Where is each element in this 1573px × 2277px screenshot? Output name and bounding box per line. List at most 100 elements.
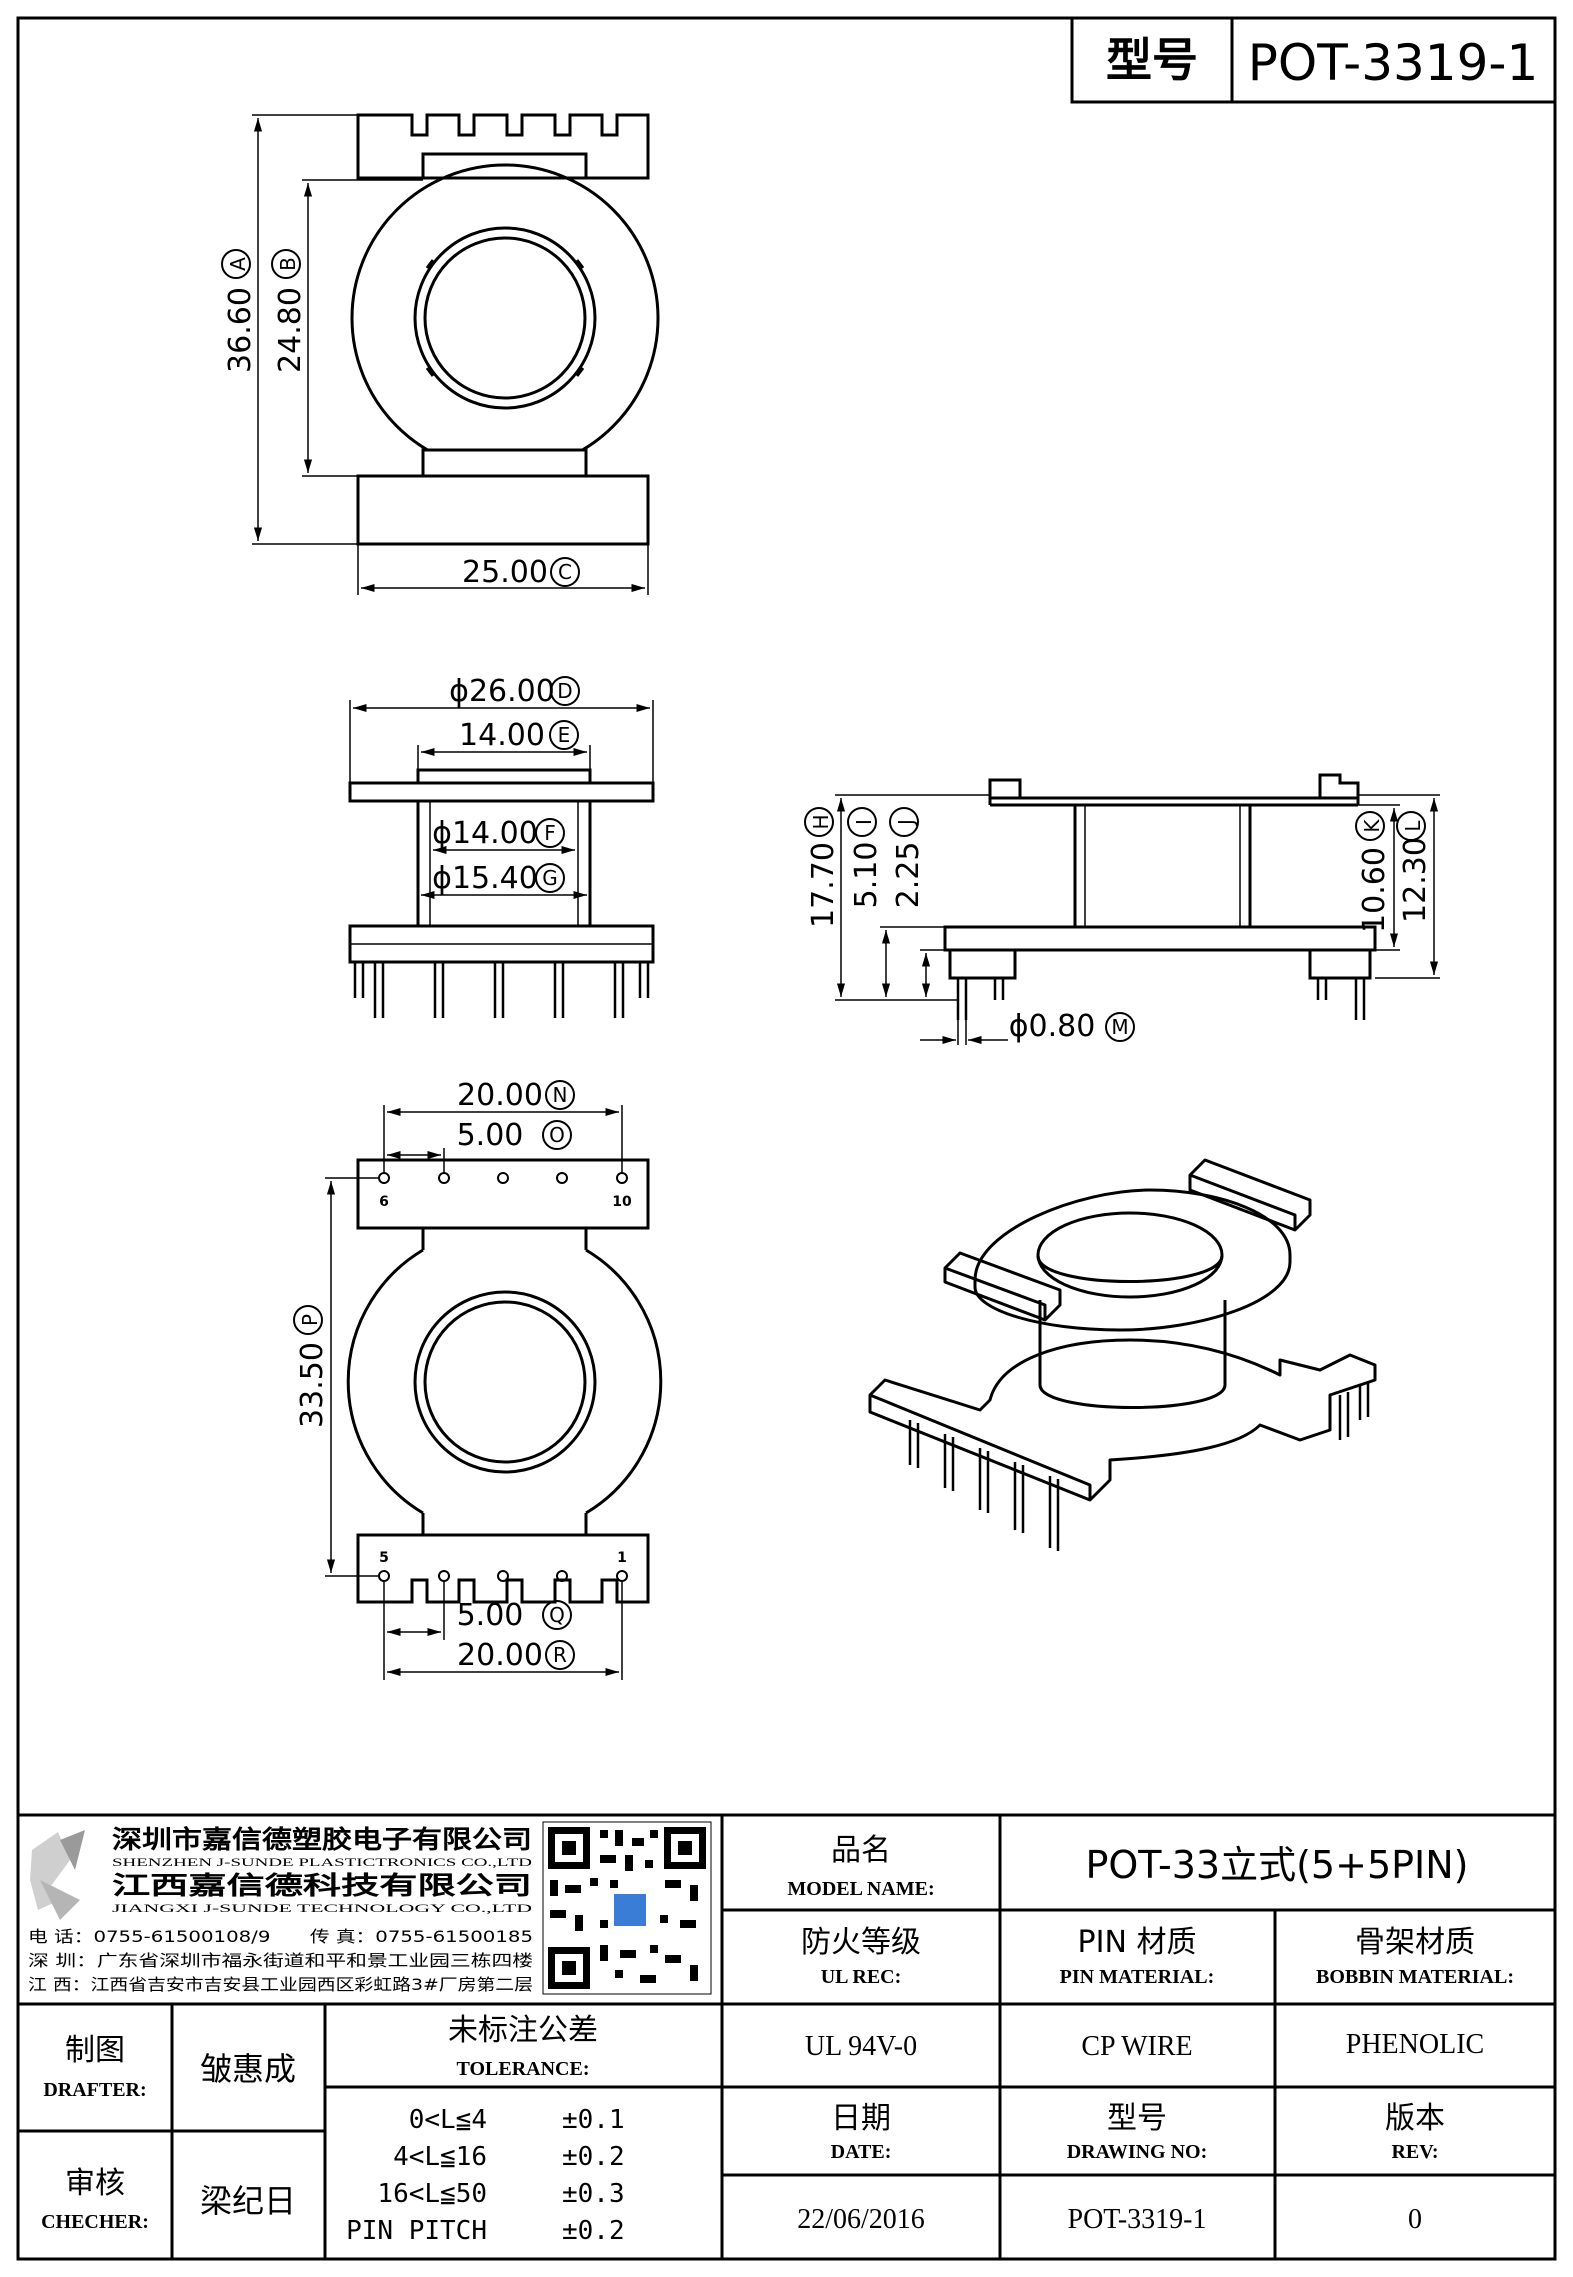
side-view-dimensions xyxy=(835,794,1440,1045)
dim-j-value: 2.25 xyxy=(891,842,926,909)
dim-f-tag: F xyxy=(544,821,556,845)
dim-q-value: 5.00 xyxy=(457,1598,524,1633)
dim-i-value: 5.10 xyxy=(849,842,884,909)
dim-n-value: 20.00 xyxy=(457,1078,543,1113)
company-contact: 电 话：0755-61500108/9 传 真：0755-61500185 xyxy=(28,1927,533,1946)
pin-label-bottom-right: 1 xyxy=(617,1550,627,1566)
dim-o-tag: O xyxy=(549,1123,565,1147)
dim-l-value: 12.30 xyxy=(1398,837,1433,923)
tolerance-range: 16<L≦50 xyxy=(377,2179,487,2209)
pin-material-label-cn: PIN 材质 xyxy=(1078,1925,1197,1960)
checker-name: 梁纪日 xyxy=(200,2182,296,2220)
dim-d-tag: D xyxy=(557,679,572,703)
rev-label-cn: 版本 xyxy=(1385,2101,1445,2136)
dim-i-tag: I xyxy=(852,819,876,825)
company-name-cn-2: 江西嘉信德科技有限公司 xyxy=(112,1871,532,1900)
company-name-cn-1: 深圳市嘉信德塑胶电子有限公司 xyxy=(112,1825,532,1854)
rev-label-en: REV: xyxy=(1391,2141,1438,2163)
bottom-view xyxy=(346,1158,663,1604)
rev-value: 0 xyxy=(1408,2204,1422,2235)
sheet-border xyxy=(16,16,1557,2261)
dim-p-tag: P xyxy=(298,1314,322,1326)
title-table-grid xyxy=(18,1813,1555,2259)
date-value: 22/06/2016 xyxy=(797,2204,925,2235)
tolerance-range: PIN PITCH xyxy=(346,2216,487,2246)
dim-b-tag: B xyxy=(276,257,300,271)
dim-q-tag: Q xyxy=(549,1603,565,1627)
front-view-labels: ϕ26.00 D 14.00 E ϕ14.00 F ϕ15.40 G xyxy=(432,674,580,896)
tolerance-range: 0<L≦4 xyxy=(409,2105,487,2135)
dim-m-tag: M xyxy=(1111,1015,1128,1039)
side-view xyxy=(943,773,1377,1020)
checker-label-en: CHECHER: xyxy=(41,2211,149,2233)
top-view xyxy=(350,113,660,546)
tolerance-value: ±0.1 xyxy=(562,2105,625,2135)
dim-m-value: ϕ0.80 xyxy=(1009,1009,1096,1044)
pin-label-bottom-left: 5 xyxy=(379,1550,389,1566)
tolerance-value: ±0.2 xyxy=(562,2216,625,2246)
front-view-dimensions xyxy=(349,700,654,900)
dim-r-value: 20.00 xyxy=(457,1638,543,1673)
company-logo xyxy=(30,1830,85,1920)
date-label-cn: 日期 xyxy=(831,2101,891,2136)
tolerance-label-en: TOLERANCE: xyxy=(457,2058,590,2080)
dim-a-value: 36.60 xyxy=(223,287,258,373)
checker-label-cn: 审核 xyxy=(65,2166,125,2201)
company-name-en-1: SHENZHEN J-SUNDE PLASTICTRONICS CO.,LTD xyxy=(112,1855,533,1869)
drawing-label-cn: 型号 xyxy=(1107,2101,1167,2136)
pin-material-value: CP WIRE xyxy=(1081,2031,1192,2062)
model-name-cn: 品名 xyxy=(831,1833,891,1868)
company-name-en-2: JIANGXI J-SUNDE TECHNOLOGY CO.,LTD xyxy=(112,1901,533,1915)
company-address-jx: 江 西：江西省吉安市吉安县工业园西区彩虹路3#厂房第二层 xyxy=(28,1975,533,1994)
dim-g-value: ϕ15.40 xyxy=(432,861,538,896)
dim-f-value: ϕ14.00 xyxy=(432,816,538,851)
dim-j-tag: J xyxy=(894,819,918,827)
bottom-view-labels: 20.00 N 5.00 O 33.50 P 5.00 Q 20.00 R 6 … xyxy=(293,1078,632,1673)
pin-material-label-en: PIN MATERIAL: xyxy=(1060,1966,1215,1988)
side-view-labels: 17.70 H 5.10 I 2.25 J 10.60 K 12.30 L ϕ0… xyxy=(804,807,1433,1044)
drafter-name: 皱惠成 xyxy=(200,2050,296,2088)
tolerance-range: 4<L≦16 xyxy=(393,2142,487,2172)
dim-k-value: 10.60 xyxy=(1357,847,1392,933)
model-title-box: 型号 POT-3319-1 xyxy=(1070,16,1557,104)
dim-b-value: 24.80 xyxy=(273,287,308,373)
isometric-view xyxy=(868,1158,1377,1551)
bobbin-material-value: PHENOLIC xyxy=(1346,2029,1484,2060)
dim-d-value: ϕ26.00 xyxy=(449,674,555,709)
dim-r-tag: R xyxy=(553,1643,567,1667)
drafter-label-cn: 制图 xyxy=(65,2033,125,2068)
drawing-label-en: DRAWING NO: xyxy=(1067,2141,1208,2163)
model-title-value: POT-3319-1 xyxy=(1248,34,1539,92)
dim-e-tag: E xyxy=(558,723,571,747)
model-name-en: MODEL NAME: xyxy=(787,1878,934,1900)
model-title-label: 型号 xyxy=(1106,33,1198,87)
pin-label-top-left: 6 xyxy=(379,1194,389,1210)
tolerance-value: ±0.2 xyxy=(562,2142,625,2172)
dim-l-tag: L xyxy=(1401,820,1425,832)
model-name-value: POT-33立式(5+5PIN) xyxy=(1085,1843,1468,1887)
company-address-sz: 深 圳：广东省深圳市福永街道和平和景工业园三栋四楼 xyxy=(28,1951,533,1970)
dim-p-value: 33.50 xyxy=(295,1342,330,1428)
front-view xyxy=(348,768,655,1018)
company-info: 深圳市嘉信德塑胶电子有限公司 SHENZHEN J-SUNDE PLASTICT… xyxy=(28,1825,533,1994)
dim-o-value: 5.00 xyxy=(457,1118,524,1153)
tolerance-value: ±0.3 xyxy=(562,2179,625,2209)
dim-g-tag: G xyxy=(542,866,558,890)
title-table-text: 品名 MODEL NAME: POT-33立式(5+5PIN) 防火等级 UL … xyxy=(41,1833,1514,2235)
ul-label-cn: 防火等级 xyxy=(801,1925,921,1960)
bobbin-material-label-en: BOBBIN MATERIAL: xyxy=(1316,1966,1514,1988)
tolerance-list: 0<L≦4 ±0.1 4<L≦16 ±0.2 16<L≦50 ±0.3 PIN … xyxy=(346,2105,625,2246)
dim-h-tag: H xyxy=(809,814,833,829)
ul-label-en: UL REC: xyxy=(821,1966,902,1988)
pin-label-top-right: 10 xyxy=(612,1194,632,1210)
dim-e-value: 14.00 xyxy=(459,718,545,753)
tolerance-label-cn: 未标注公差 xyxy=(448,2013,598,2048)
top-view-labels: 36.60 A 24.80 B 25.00 C xyxy=(221,249,580,590)
qr-code xyxy=(542,1821,712,1995)
bobbin-material-label-cn: 骨架材质 xyxy=(1355,1925,1475,1960)
drawing-value: POT-3319-1 xyxy=(1068,2204,1207,2235)
dim-k-tag: K xyxy=(1360,819,1384,833)
date-label-en: DATE: xyxy=(831,2141,892,2163)
ul-value: UL 94V-0 xyxy=(805,2031,917,2062)
